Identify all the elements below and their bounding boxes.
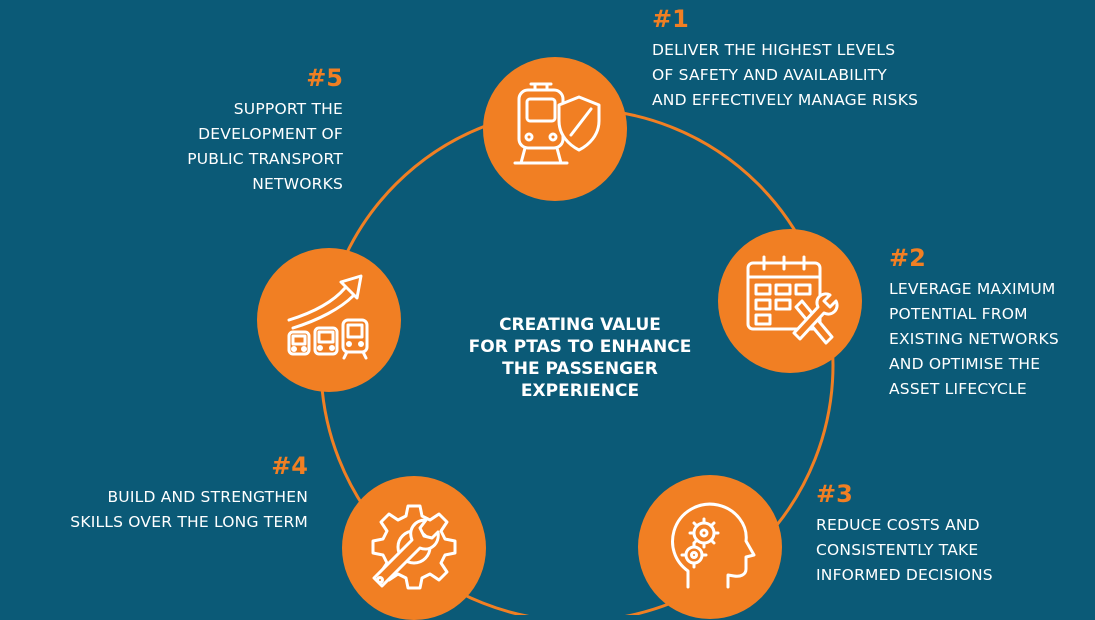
center-line: THE PASSENGER [502,359,658,379]
objective-number: #5 [306,64,343,92]
objective-line: LEVERAGE MAXIMUM [889,280,1056,298]
objective-number: #3 [816,480,853,508]
objective-1-text: #1 DELIVER THE HIGHEST LEVELS OF SAFETY … [652,5,918,113]
objective-line: AND EFFECTIVELY MANAGE RISKS [652,91,919,109]
center-line: EXPERIENCE [520,381,640,401]
objective-2-text: #2 LEVERAGE MAXIMUM POTENTIAL FROM EXIST… [889,244,1059,402]
objective-line: SUPPORT THE [233,100,343,118]
objective-3-text: #3 REDUCE COSTS AND CONSISTENTLY TAKE IN… [816,480,993,588]
objective-line: BUILD AND STRENGTHEN [107,488,308,506]
objective-number: #2 [889,244,926,272]
objective-number: #4 [271,452,308,480]
objective-2-node [718,229,862,373]
center-statement: CREATING VALUE FOR PTAS TO ENHANCE THE P… [430,314,730,402]
objective-1-node [483,57,627,201]
gear-wrench-icon [371,504,457,590]
objective-4-node [342,476,486,620]
objective-number: #1 [652,5,689,33]
center-line: FOR PTAS TO ENHANCE [468,337,692,357]
objective-line: OF SAFETY AND AVAILABILITY [652,66,887,84]
objective-5-text: #5 SUPPORT THE DEVELOPMENT OF PUBLIC TRA… [187,64,343,197]
objective-line: DEVELOPMENT OF [198,125,343,143]
center-line: CREATING VALUE [499,315,661,335]
objective-line: PUBLIC TRANSPORT [187,150,343,168]
objective-line: DELIVER THE HIGHEST LEVELS [652,41,896,59]
objective-3-node [638,475,782,619]
objective-line: EXISTING NETWORKS [889,330,1059,348]
growth-arrow-trains-icon [287,274,369,360]
objective-line: NETWORKS [252,175,343,193]
objective-line: REDUCE COSTS AND [816,516,980,534]
objective-5-node [257,248,401,392]
train-shield-icon [513,82,601,165]
objective-line: INFORMED DECISIONS [816,566,993,584]
objective-line: ASSET LIFECYCLE [889,380,1027,398]
objective-line: POTENTIAL FROM [889,305,1028,323]
head-gears-icon [671,502,756,589]
calendar-tools-icon [746,255,839,345]
objective-line: CONSISTENTLY TAKE [816,541,979,559]
objective-line: AND OPTIMISE THE [889,355,1041,373]
objective-line: SKILLS OVER THE LONG TERM [70,513,308,531]
objective-4-text: #4 BUILD AND STRENGTHEN SKILLS OVER THE … [70,452,308,535]
